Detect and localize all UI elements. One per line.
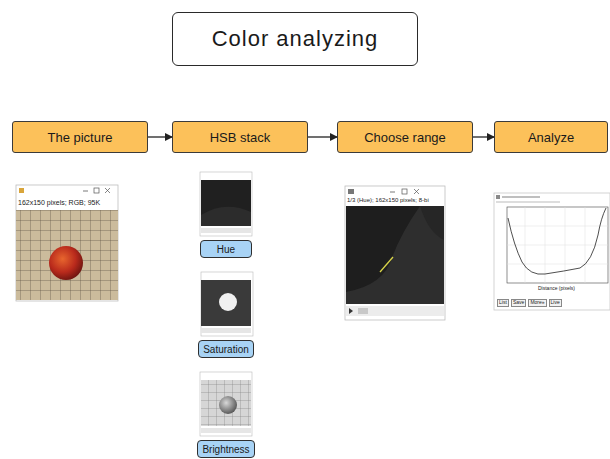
window-info: 162x150 pixels; RGB; 95K [18,199,100,207]
flow-arrow [473,136,494,137]
button-label: Save [511,299,526,307]
channel-label: Saturation [198,340,254,358]
process-box: Choose range [337,121,473,153]
node-text: Analyze [528,130,574,145]
flow-arrow [148,136,172,137]
plot-window [494,193,610,310]
button-label: More» [528,299,546,307]
channel-label: Brightness [197,440,254,458]
process-box: The picture [12,121,148,153]
node-text: Choose range [364,130,446,145]
node-text: The picture [47,130,112,145]
node-text: Saturation [203,344,249,355]
button-label: Live [549,299,562,307]
flow-arrow [308,136,337,137]
button-label: List [497,299,509,307]
node-text: Hue [217,244,235,255]
node-text: Brightness [202,444,249,455]
axis-label: Distance (pixels) [538,286,575,292]
title: Color analyzing [212,26,379,52]
process-box: HSB stack [172,121,308,153]
window-info: 1/3 (Hue); 162x150 pixels; 8-bi [347,197,429,204]
hsb-thumbnails [200,172,253,436]
process-box: Analyze [494,121,608,153]
channel-label: Hue [200,240,252,258]
image-window [16,185,118,301]
title-box: Color analyzing [172,12,418,66]
node-text: HSB stack [210,130,271,145]
range-window [345,186,445,320]
